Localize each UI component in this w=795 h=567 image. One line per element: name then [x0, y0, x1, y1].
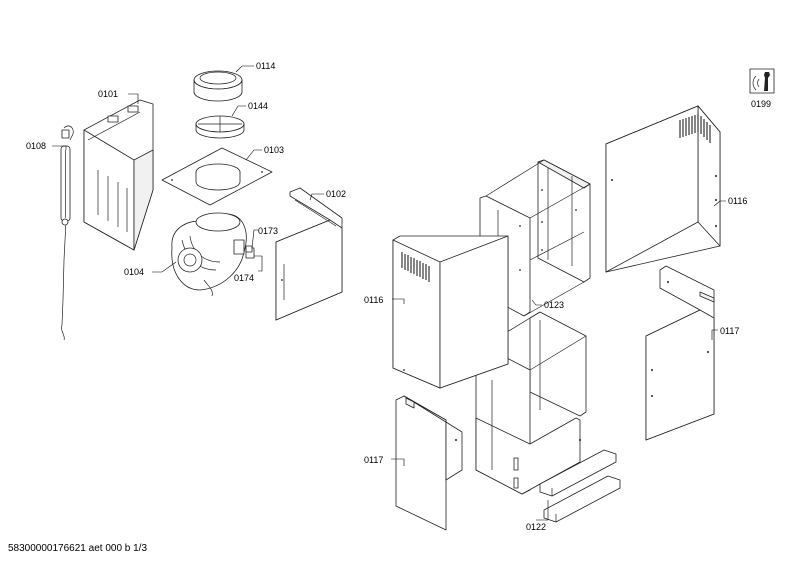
- label-0117-right: 0117: [720, 326, 740, 336]
- label-0103: 0103: [264, 145, 285, 155]
- part-0144-backflow-damper: [195, 115, 245, 139]
- part-0104-fan-motor: [171, 212, 247, 297]
- part-0117-left-lower-cover: [395, 395, 463, 531]
- part-0116-right-cover: [605, 105, 721, 273]
- vent-grille-left: [401, 252, 430, 282]
- label-0123: 0123: [544, 300, 565, 310]
- part-0108-power-cable: [60, 125, 74, 341]
- label-0102: 0102: [326, 189, 347, 199]
- part-0174-clip: [245, 245, 253, 253]
- part-0102-front-panel: [275, 187, 343, 321]
- label-0104: 0104: [124, 267, 145, 277]
- label-0117-left: 0117: [364, 455, 384, 465]
- part-0114-duct-ring: [193, 70, 243, 102]
- part-0116-left-cover: [392, 235, 509, 389]
- document-footer: 58300000176621 aet 000 b 1/3: [8, 543, 148, 554]
- part-0103-top-plate: [161, 147, 273, 206]
- label-0116-right: 0116: [728, 196, 748, 206]
- part-0101-rear-panel: [83, 99, 154, 251]
- label-0116-left: 0116: [364, 295, 384, 305]
- label-0174: 0174: [234, 273, 255, 283]
- leader-lines: [52, 65, 726, 521]
- part-0117-right-lower-cover: [645, 265, 715, 441]
- vent-grille-right: [679, 114, 711, 143]
- label-0101: 0101: [98, 89, 119, 99]
- service-icon: [749, 68, 775, 94]
- label-0173: 0173: [258, 226, 279, 236]
- label-0114: 0114: [256, 61, 276, 71]
- part-0122-rails: [539, 449, 621, 523]
- label-0122: 0122: [526, 522, 547, 532]
- part-0123-chimney-frame: [475, 159, 591, 495]
- label-0108: 0108: [26, 141, 47, 151]
- label-0144: 0144: [248, 101, 269, 111]
- label-0199: 0199: [751, 99, 772, 109]
